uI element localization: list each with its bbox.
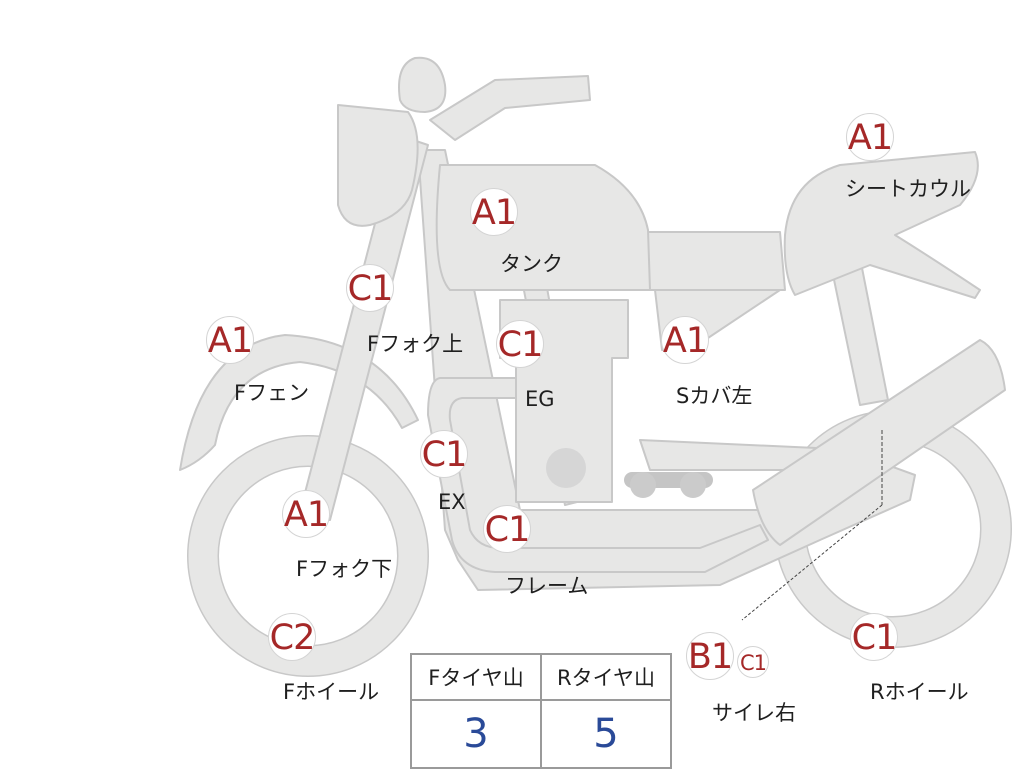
frame-label: フレーム	[505, 574, 589, 598]
f-fork-upper-label: Fフォク上	[367, 332, 464, 356]
r-tire-tread-value: 5	[540, 699, 672, 769]
seat-cowl-shape	[783, 151, 981, 299]
f-wheel-grade-badge: C2	[268, 613, 316, 661]
exhaust-grade-badge: C1	[420, 430, 468, 478]
engine-label: EG	[525, 387, 555, 411]
f-wheel-label: Fホイール	[283, 680, 380, 704]
mirror-shape	[398, 56, 447, 113]
f-fender-grade-badge: A1	[206, 316, 254, 364]
f-fender-label: Fフェン	[234, 381, 310, 405]
muffler-right-grade-badge: B1	[686, 632, 734, 680]
tank-grade-badge: A1	[470, 188, 518, 236]
r-wheel-grade-badge: C1	[850, 613, 898, 661]
f-tire-tread-header: Fタイヤ山	[410, 653, 542, 701]
engine-grade-badge: C1	[496, 320, 544, 368]
exhaust-label: EX	[438, 490, 466, 514]
f-fork-lower-grade-badge: A1	[282, 490, 330, 538]
muffler-right-label: サイレ右	[712, 701, 796, 725]
rear-frame-shape	[831, 267, 889, 406]
tire-table-header-row: Fタイヤ山 Rタイヤ山	[410, 653, 672, 701]
r-wheel-label: Rホイール	[870, 680, 969, 704]
frame-grade-badge: C1	[483, 505, 531, 553]
side-cover-left-label: Sカバ左	[676, 384, 753, 408]
tire-tread-table: Fタイヤ山 Rタイヤ山 3 5	[410, 653, 672, 769]
f-fork-upper-grade-badge: C1	[346, 264, 394, 312]
exhaust-pipe-shape	[427, 377, 769, 573]
side-cover-left-grade-badge: A1	[661, 316, 709, 364]
tank-label: タンク	[500, 252, 563, 276]
muffler-shape	[752, 339, 1006, 546]
r-tire-tread-header: Rタイヤ山	[540, 653, 672, 701]
seat-cowl-grade-badge: A1	[846, 113, 894, 161]
handlebar-shape	[429, 75, 591, 141]
muffler-right-sub-grade-badge: C1	[737, 646, 769, 678]
f-fork-lower-label: Fフォク下	[296, 557, 393, 581]
tire-table-value-row: 3 5	[410, 699, 672, 769]
seat-cowl-label: シートカウル	[845, 177, 971, 201]
f-tire-tread-value: 3	[410, 699, 542, 769]
headlight-shape	[337, 104, 419, 227]
seat-shape	[639, 231, 786, 291]
